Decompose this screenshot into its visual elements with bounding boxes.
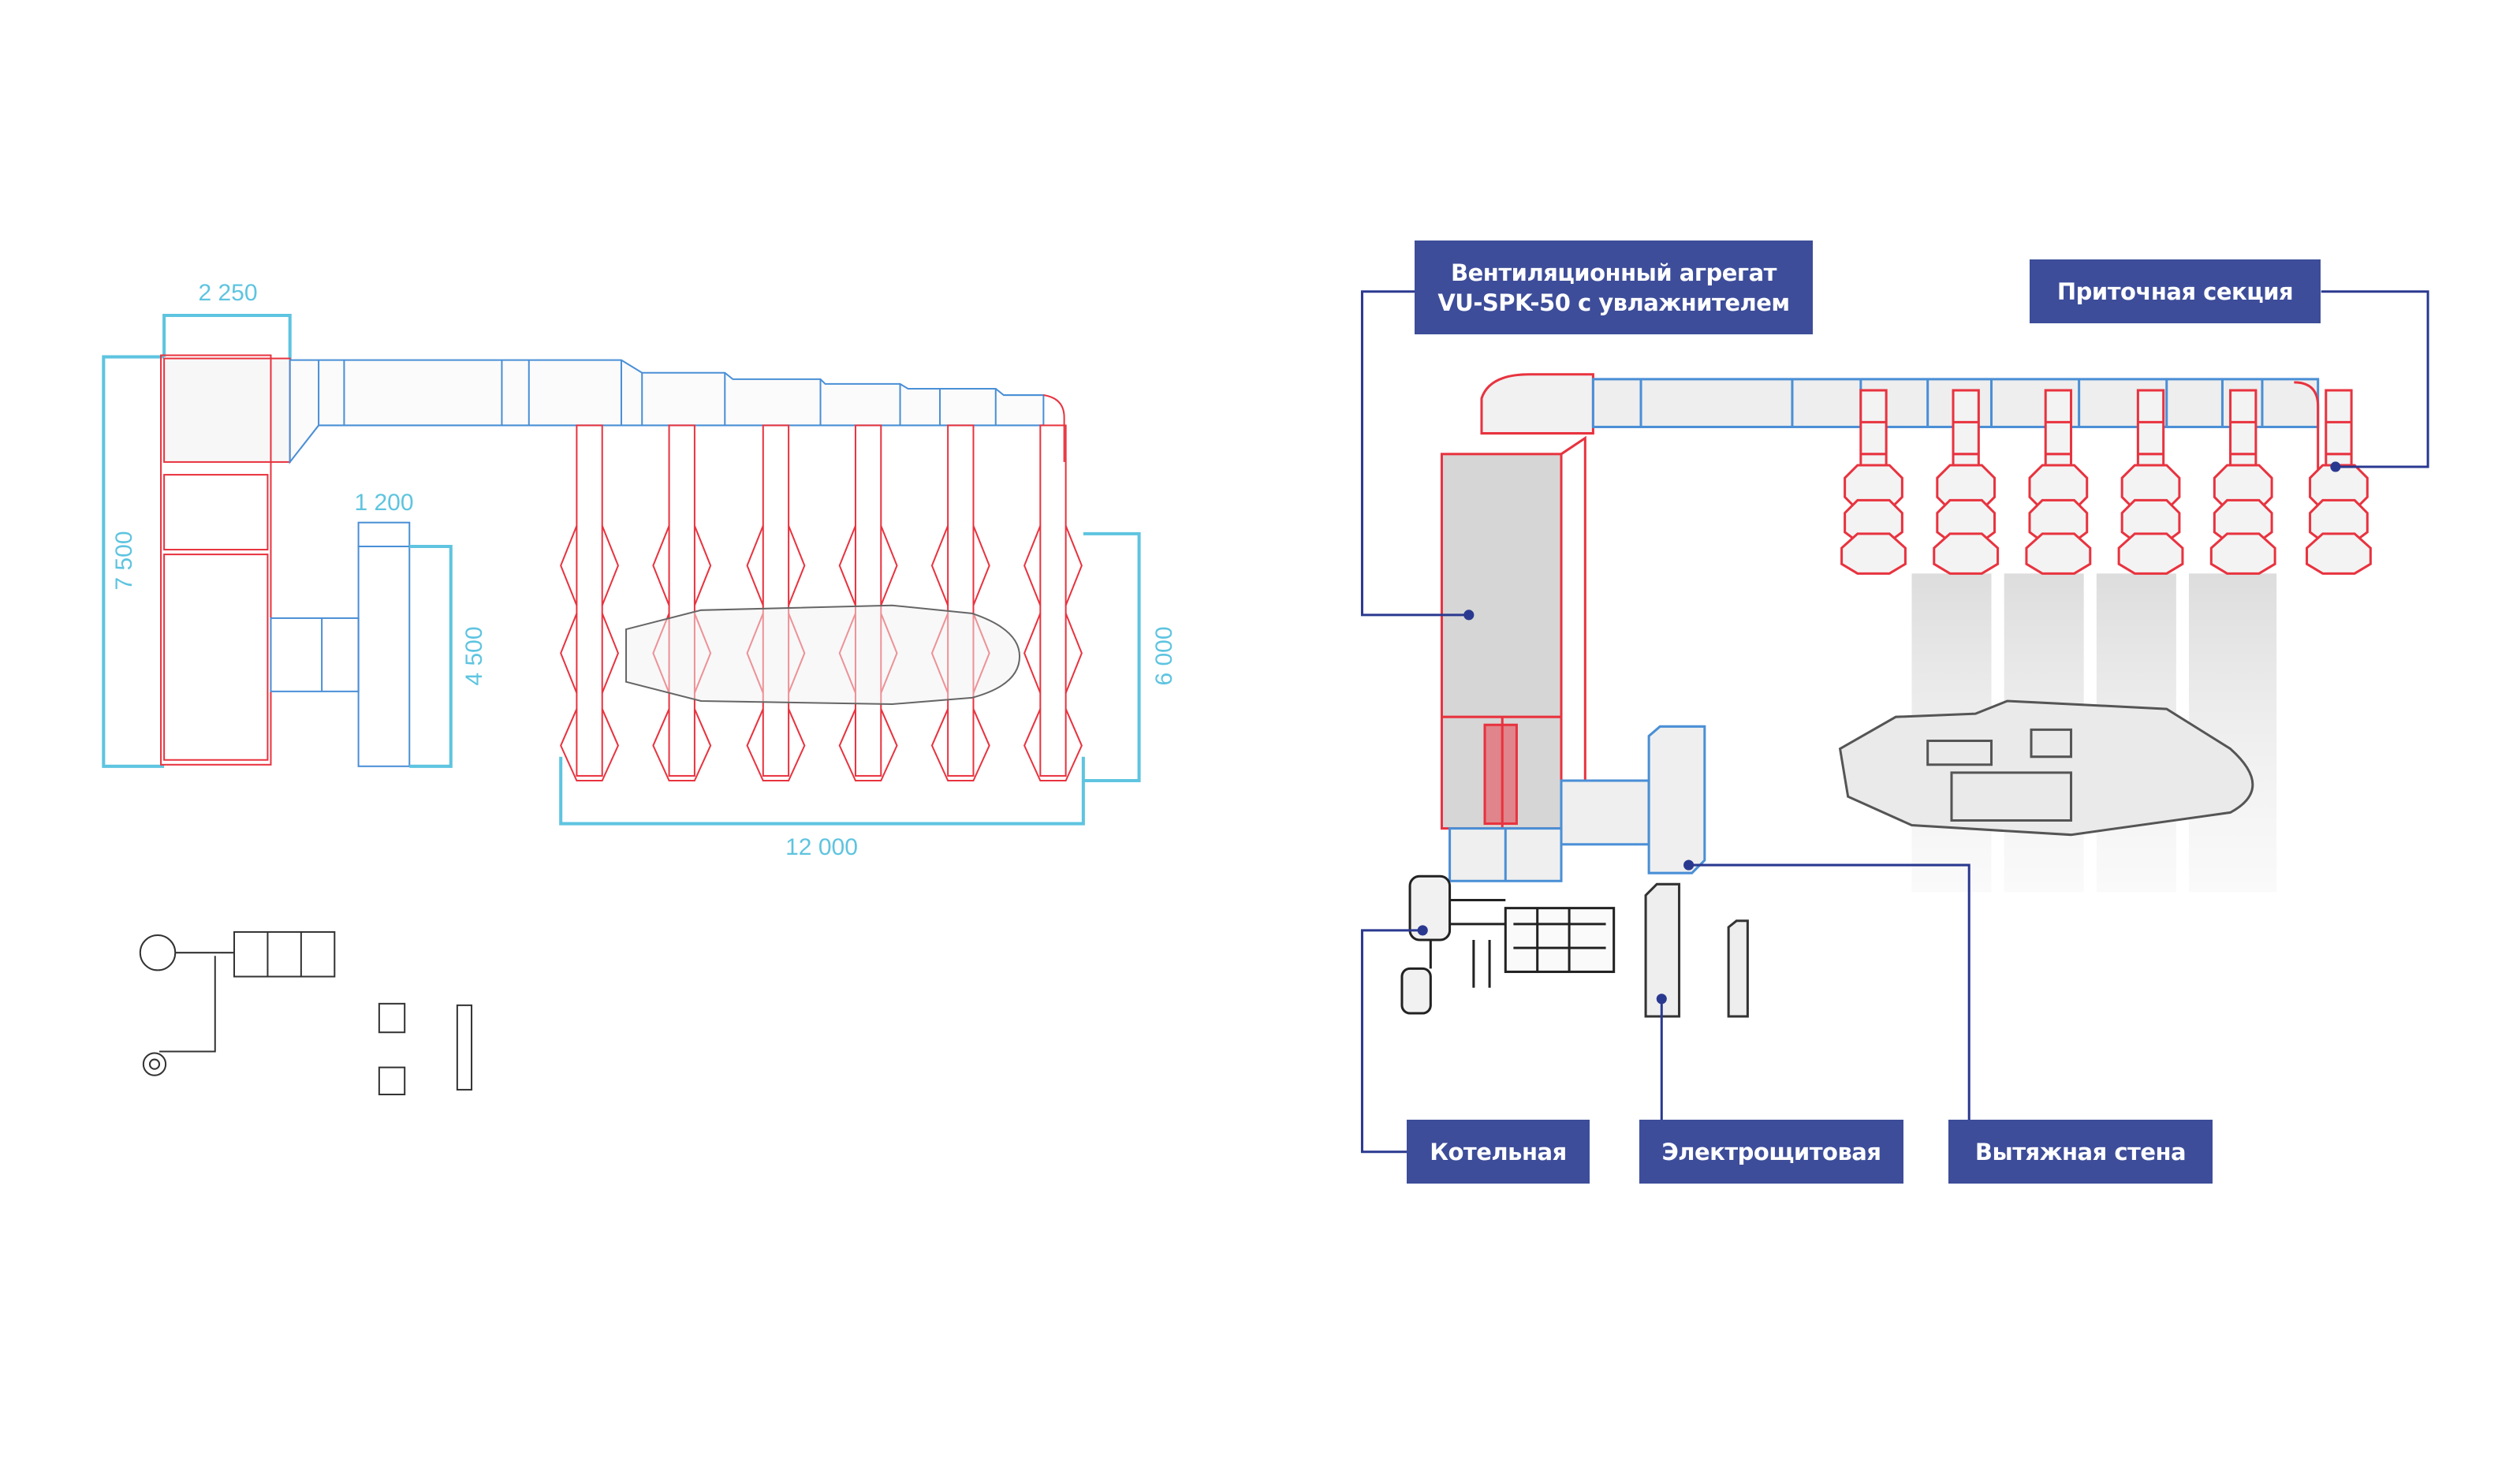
label-electrical-room: Электрощитовая bbox=[1639, 1120, 1903, 1184]
boiler-icon bbox=[139, 934, 177, 971]
label-boiler-room-text: Котельная bbox=[1430, 1138, 1567, 1165]
supply-columns-plan bbox=[560, 424, 1083, 782]
dimension-line-7500 bbox=[102, 355, 165, 768]
dimension-top-width: 2 250 bbox=[198, 280, 258, 306]
render-3d bbox=[1400, 373, 2372, 1018]
label-supply-section: Приточная секция bbox=[2030, 259, 2321, 323]
label-exhaust-wall: Вытяжная стена bbox=[1948, 1120, 2213, 1184]
leader-exhaust-wall bbox=[1688, 863, 1970, 1120]
boiler-room-3d bbox=[1400, 874, 1616, 1015]
helicopter-icon bbox=[1838, 699, 2254, 837]
helicopter-plan-icon bbox=[625, 604, 1021, 706]
dimension-duct-width: 1 200 bbox=[354, 490, 414, 516]
label-boiler-room: Котельная bbox=[1407, 1120, 1590, 1184]
leader-lines bbox=[1360, 290, 2429, 1154]
dimension-booth-length: 12 000 bbox=[785, 834, 858, 860]
dimension-line-2250 bbox=[162, 314, 292, 360]
leader-ventilation-unit bbox=[1360, 290, 1469, 617]
dimension-line-4500 bbox=[409, 544, 453, 768]
label-ventilation-unit-line1: Вентиляционный агрегат bbox=[1451, 259, 1777, 286]
supply-sections-3d bbox=[1840, 389, 2372, 575]
cabinet-icon bbox=[378, 1002, 406, 1034]
label-ventilation-unit-line2: VU-SPK-50 с увлажнителем bbox=[1437, 289, 1790, 316]
cabinet-icon bbox=[456, 1004, 473, 1091]
duct-elbow bbox=[1043, 394, 1065, 462]
ventilation-unit-plan bbox=[160, 354, 291, 766]
dimension-line-12000 bbox=[559, 756, 1085, 826]
cabinet-icon bbox=[378, 1066, 406, 1096]
label-ventilation-unit: Вентиляционный агрегат VU-SPK-50 с увлаж… bbox=[1415, 240, 1813, 334]
side-duct-plan bbox=[270, 521, 411, 767]
dimension-line-6000 bbox=[1083, 531, 1141, 783]
leader-boiler-room bbox=[1360, 929, 1423, 1154]
dimension-total-height: 7 500 bbox=[111, 531, 137, 591]
dimension-booth-depth: 6 000 bbox=[1151, 626, 1177, 686]
label-electrical-room-text: Электрощитовая bbox=[1661, 1138, 1881, 1165]
leader-supply-section bbox=[2321, 290, 2429, 468]
label-exhaust-wall-text: Вытяжная стена bbox=[1974, 1138, 2187, 1165]
floor-plan bbox=[102, 314, 1141, 1096]
dimension-duct-height: 4 500 bbox=[461, 626, 487, 686]
main-duct-plan bbox=[289, 359, 1045, 464]
label-supply-section-text: Приточная секция bbox=[2056, 278, 2294, 305]
utilities-plan bbox=[139, 930, 473, 1096]
electrical-cabinets-3d bbox=[1644, 882, 1749, 1018]
top-duct-3d bbox=[1480, 373, 2320, 479]
ventilation-unit-3d bbox=[1440, 435, 1586, 830]
exhaust-wall-3d bbox=[1448, 725, 1706, 882]
